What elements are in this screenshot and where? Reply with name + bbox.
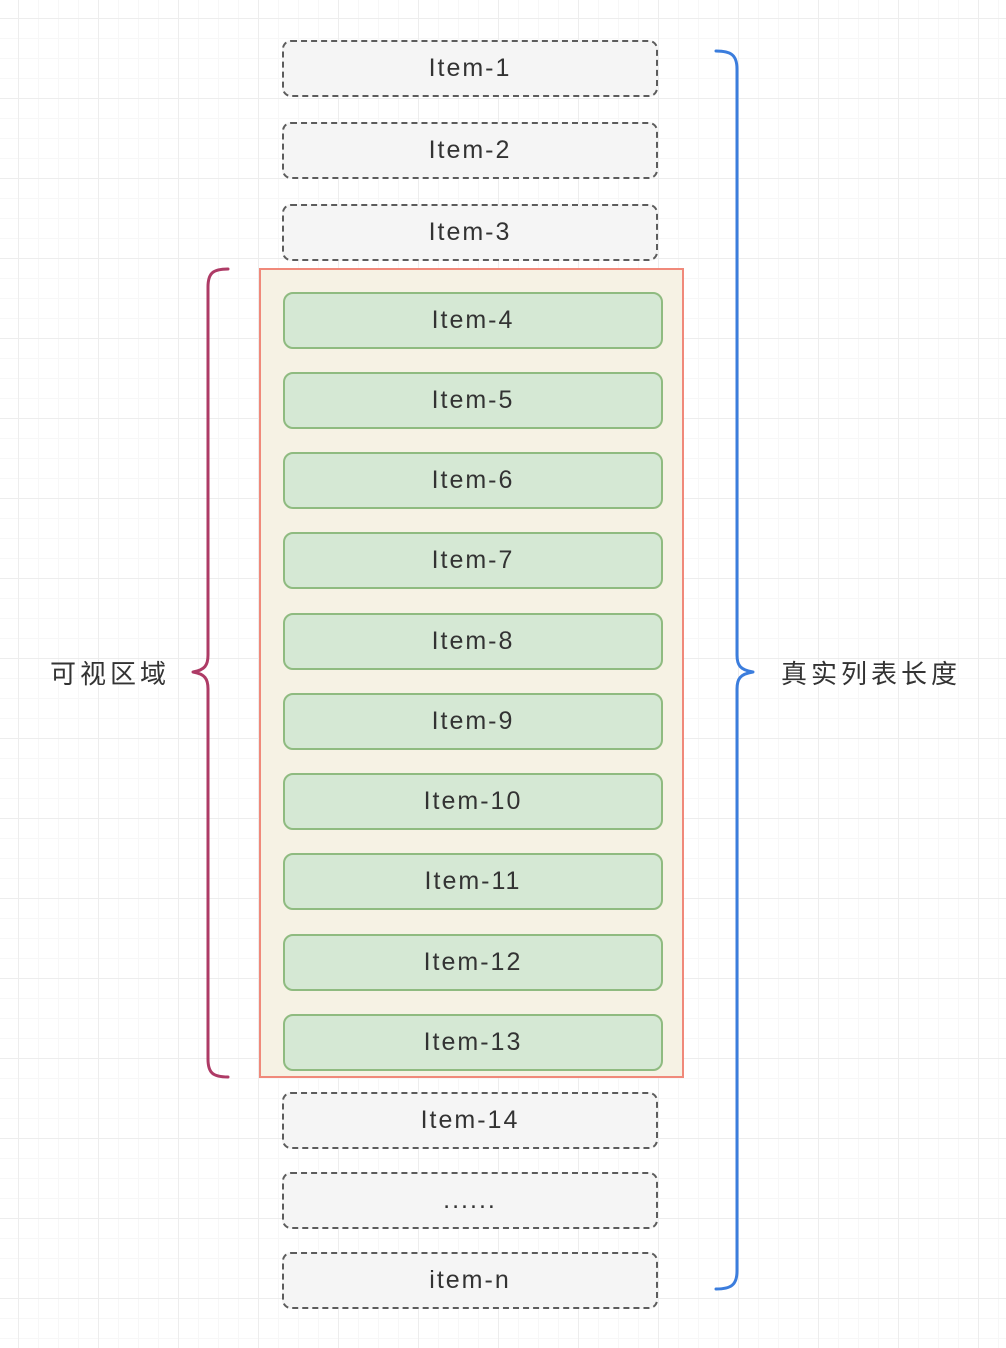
visible-list-item: Item-8 — [283, 613, 663, 670]
visible-list-item: Item-6 — [283, 452, 663, 509]
visible-list-item: Item-12 — [283, 934, 663, 991]
list-item: Item-3 — [282, 204, 658, 261]
visible-list-item: Item-11 — [283, 853, 663, 910]
list-item-ellipsis: ...... — [282, 1172, 658, 1229]
viewport-container: Item-4 Item-5 Item-6 Item-7 Item-8 Item-… — [259, 268, 684, 1078]
list-item: item-n — [282, 1252, 658, 1309]
list-item: Item-1 — [282, 40, 658, 97]
list-item: Item-14 — [282, 1092, 658, 1149]
viewport-label: 可视区域 — [49, 658, 170, 689]
visible-list-item: Item-9 — [283, 693, 663, 750]
visible-list-item: Item-5 — [283, 372, 663, 429]
visible-list-item: Item-13 — [283, 1014, 663, 1071]
viewport-brace — [191, 267, 230, 1079]
visible-list-item: Item-10 — [283, 773, 663, 830]
total-length-brace — [714, 49, 755, 1291]
visible-list-item: Item-7 — [283, 532, 663, 589]
list-item: Item-2 — [282, 122, 658, 179]
visible-list-item: Item-4 — [283, 292, 663, 349]
total-length-label: 真实列表长度 — [780, 658, 961, 689]
